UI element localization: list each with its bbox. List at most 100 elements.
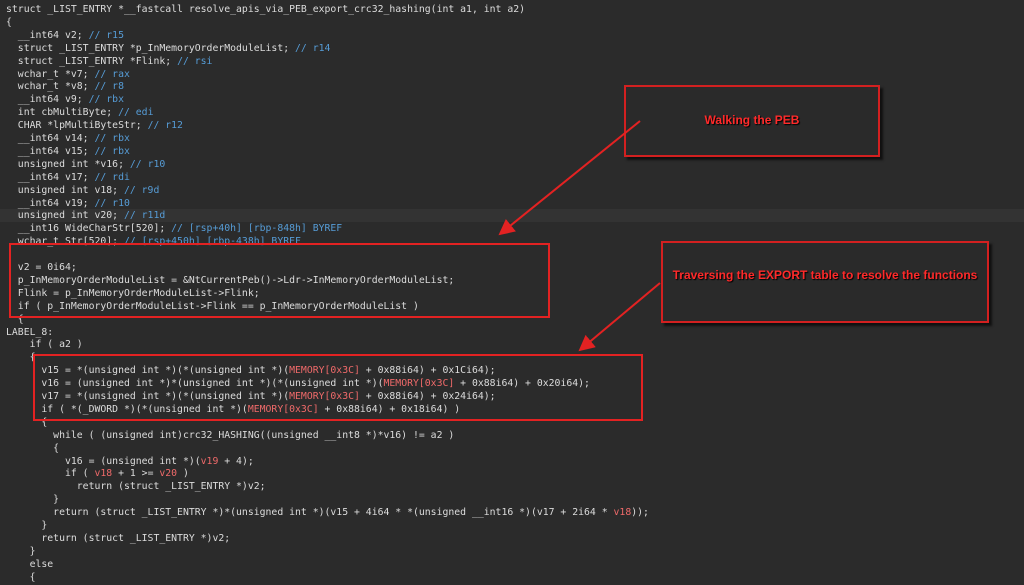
code-token: if ( [6, 468, 95, 480]
code-token: return (struct _LIST_ENTRY *)*(unsigned … [6, 507, 614, 519]
code-line[interactable]: { [6, 351, 36, 364]
code-token: + 0x88i64) + 0x1Ci64); [359, 365, 496, 377]
code-token: v20 [159, 468, 178, 480]
code-token: while ( (unsigned int)crc32_HASHING((uns… [6, 429, 455, 441]
code-line[interactable]: if ( *(_DWORD *)(*(unsigned int *)(MEMOR… [6, 403, 460, 416]
code-line[interactable]: v15 = *(unsigned int *)(*(unsigned int *… [6, 364, 496, 377]
code-line[interactable]: __int64 v14; // rbx [6, 132, 130, 145]
code-token: v16 = (unsigned int *)( [6, 455, 201, 467]
code-line[interactable]: } [6, 545, 36, 558]
code-line[interactable]: if ( a2 ) [6, 338, 83, 351]
code-line[interactable]: wchar_t *v8; // r8 [6, 80, 124, 93]
code-line[interactable]: int cbMultiByte; // edi [6, 106, 154, 119]
code-token: __int64 v2; [6, 29, 89, 41]
code-line[interactable]: __int64 v2; // r15 [6, 29, 124, 42]
code-token: // edi [118, 107, 154, 119]
code-line[interactable]: while ( (unsigned int)crc32_HASHING((uns… [6, 429, 454, 442]
code-line[interactable]: { [6, 16, 12, 29]
code-token: ) [177, 468, 189, 480]
code-line[interactable]: if ( p_InMemoryOrderModuleList->Flink ==… [6, 300, 419, 313]
code-line[interactable]: return (struct _LIST_ENTRY *)*(unsigned … [6, 506, 649, 519]
code-token: __int64 v15; [6, 145, 95, 157]
code-token: // rdi [94, 171, 130, 183]
code-line[interactable]: LABEL_8: [6, 326, 53, 339]
callout-walking-peb-text: Walking the PEB [704, 113, 800, 127]
code-token: // rax [94, 68, 130, 80]
arrow-to-peb-box [498, 120, 641, 236]
code-token: { [6, 313, 24, 325]
code-line[interactable]: wchar_t *v7; // rax [6, 68, 130, 81]
code-token: { [6, 352, 36, 364]
code-token: MEMORY[0x3C] [289, 391, 360, 402]
code-line[interactable]: struct _LIST_ENTRY *__fastcall resolve_a… [6, 3, 525, 16]
code-line[interactable]: } [6, 519, 47, 532]
code-token: __int64 v9; [6, 94, 89, 106]
code-token: v15 = *(unsigned int *)(*(unsigned int *… [6, 365, 290, 377]
code-line[interactable]: wchar_t Str[520]; // [rsp+450h] [rbp-438… [6, 235, 301, 248]
code-line[interactable]: __int64 v17; // rdi [6, 171, 130, 184]
code-token: // r11d [123, 210, 166, 222]
code-token: // [rsp+450h] [rbp-438h] BYREF [123, 236, 301, 248]
code-line[interactable]: struct _LIST_ENTRY *p_InMemoryOrderModul… [6, 42, 331, 55]
code-token: // r14 [295, 42, 331, 54]
code-token: Flink = p_InMemoryOrderModuleList->Flink… [6, 287, 260, 299]
code-token: CHAR *lpMultiByteStr; [6, 120, 148, 132]
code-token: unsigned int *v16; [6, 158, 130, 170]
code-line[interactable]: { [6, 313, 24, 326]
code-token: // rbx [94, 145, 130, 157]
code-token: v16 = (unsigned int *)*(unsigned int *)(… [6, 378, 384, 390]
code-token: + 1 >= [112, 468, 160, 480]
code-token: p_InMemoryOrderModuleList = &NtCurrentPe… [6, 274, 455, 286]
code-token: v18 [613, 507, 632, 519]
code-token: if ( *(_DWORD *)(*(unsigned int *)( [6, 403, 248, 415]
code-token: if ( p_InMemoryOrderModuleList->Flink ==… [6, 300, 419, 312]
code-line[interactable]: __int64 v9; // rbx [6, 93, 124, 106]
code-token: return (struct _LIST_ENTRY *)v2; [6, 532, 231, 544]
callout-export-table: Traversing the EXPORT table to resolve t… [661, 241, 989, 323]
code-token: { [6, 571, 36, 583]
code-token: MEMORY[0x3C] [383, 378, 455, 390]
code-token: // r10 [94, 197, 130, 209]
peb-walk-highlight-box [9, 243, 550, 318]
code-line[interactable]: { [6, 571, 36, 584]
code-token: } [6, 545, 36, 557]
code-line[interactable]: { [6, 442, 59, 455]
code-token: + 4); [218, 455, 254, 467]
code-token: { [6, 442, 60, 454]
code-token: struct _LIST_ENTRY *__fastcall resolve_a… [6, 4, 526, 15]
code-line[interactable]: return (struct _LIST_ENTRY *)v2; [6, 532, 230, 545]
code-line[interactable]: __int64 v19; // r10 [6, 197, 130, 210]
code-token: MEMORY[0x3C] [289, 365, 360, 377]
code-token: if ( a2 ) [6, 339, 83, 351]
callout-walking-peb: Walking the PEB [624, 85, 880, 157]
code-token: } [6, 494, 60, 506]
code-line[interactable]: { [6, 416, 47, 429]
code-line[interactable]: unsigned int v20; // r11d [6, 209, 165, 222]
code-line[interactable]: } [6, 493, 59, 506]
code-line[interactable]: unsigned int *v16; // r10 [6, 158, 165, 171]
code-line[interactable]: else [6, 558, 54, 571]
code-line[interactable]: v17 = *(unsigned int *)(*(unsigned int *… [6, 390, 496, 403]
code-line[interactable]: v16 = (unsigned int *)(v19 + 4); [6, 455, 254, 468]
code-line[interactable]: unsigned int v18; // r9d [6, 184, 160, 197]
code-token: // rbx [94, 133, 130, 144]
code-token: MEMORY[0x3C] [247, 403, 319, 415]
code-line[interactable]: return (struct _LIST_ENTRY *)v2; [6, 480, 266, 493]
code-token: LABEL_8: [6, 326, 54, 338]
code-line[interactable]: Flink = p_InMemoryOrderModuleList->Flink… [6, 287, 260, 300]
code-token: + 0x88i64) + 0x24i64); [359, 391, 496, 402]
code-token: int cbMultiByte; [6, 107, 119, 119]
code-line[interactable]: __int64 v15; // rbx [6, 145, 130, 158]
code-token: // r8 [94, 81, 124, 93]
code-token: __int16 WideCharStr[520]; [6, 223, 172, 235]
code-line[interactable]: v16 = (unsigned int *)*(unsigned int *)(… [6, 377, 590, 390]
code-line[interactable]: __int16 WideCharStr[520]; // [rsp+40h] [… [6, 222, 342, 235]
code-line[interactable]: v2 = 0i64; [6, 261, 77, 274]
code-line[interactable]: if ( v18 + 1 >= v20 ) [6, 467, 189, 480]
code-token: unsigned int v18; [6, 184, 124, 196]
code-line[interactable]: p_InMemoryOrderModuleList = &NtCurrentPe… [6, 274, 454, 287]
code-line[interactable]: CHAR *lpMultiByteStr; // r12 [6, 119, 183, 132]
code-line[interactable]: struct _LIST_ENTRY *Flink; // rsi [6, 55, 213, 68]
